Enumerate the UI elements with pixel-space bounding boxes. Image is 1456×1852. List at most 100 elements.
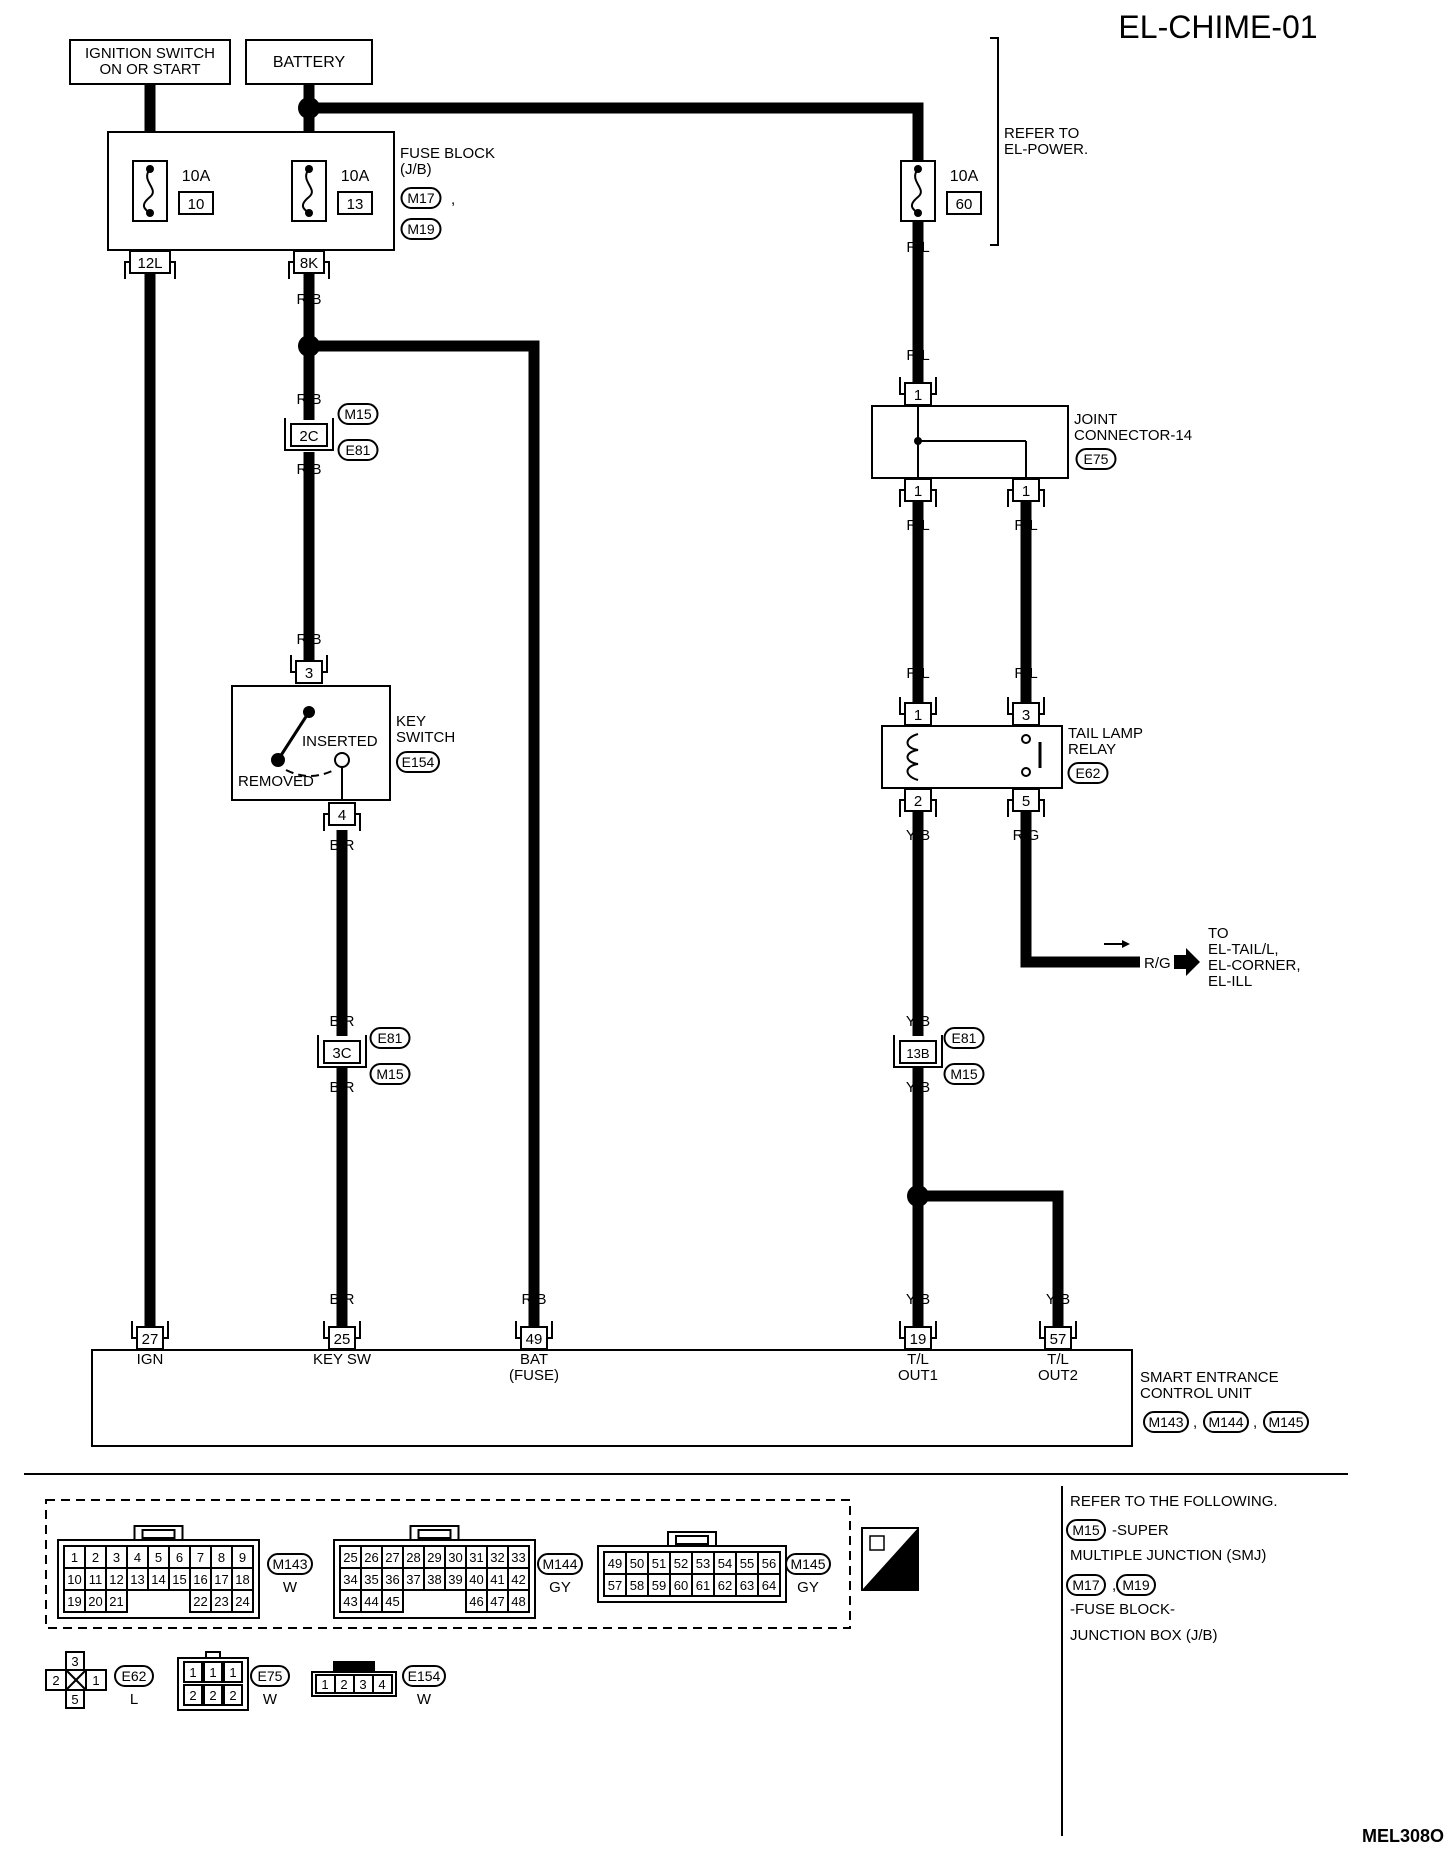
key-switch-travel-arc xyxy=(285,769,335,777)
secu-terminal-name-57-line-1: T/L xyxy=(1047,1351,1069,1368)
fuse-block-connector-m19: M19 xyxy=(407,221,434,237)
fuse-10-amp: 10A xyxy=(182,168,211,185)
secu-terminal-name-49-line-2: (FUSE) xyxy=(509,1367,559,1384)
secu-label-line-2: CONTROL UNIT xyxy=(1140,1385,1252,1402)
conn-m144-id: M144 xyxy=(542,1556,577,1572)
wire-label-2c-bottom: R/B xyxy=(296,461,321,478)
conn-e62-id: E62 xyxy=(122,1668,147,1684)
secu-pin-27: 27 xyxy=(142,1331,159,1348)
relay-pin-3: 3 xyxy=(1022,707,1030,724)
conn-m143-pin-12: 12 xyxy=(109,1572,123,1587)
conn-m145-pin-53: 53 xyxy=(696,1556,710,1571)
secu-terminal-name-25-line-1: KEY SW xyxy=(313,1351,372,1368)
secu-pin-49-box xyxy=(520,1326,548,1350)
conn-m143-pin-7: 7 xyxy=(197,1550,204,1565)
secu-pin-25-box xyxy=(328,1326,356,1350)
junction-13b-pin: 13B xyxy=(906,1046,929,1061)
conn-m145-pin-62: 62 xyxy=(718,1578,732,1593)
secu-m144: M144 xyxy=(1208,1414,1243,1430)
fuse-10-terminal-top xyxy=(146,165,154,173)
conn-m143-pin-8: 8 xyxy=(218,1550,225,1565)
wire-label-g-top: G xyxy=(144,291,156,308)
relay-coil xyxy=(906,733,919,781)
refer-following-smj-line-1: -SUPER xyxy=(1112,1522,1169,1539)
conn-m145-pin-60: 60 xyxy=(674,1578,688,1593)
fuse-10-element xyxy=(143,168,154,214)
secu-pin-27-box xyxy=(136,1326,164,1350)
secu-terminal-name-27-line-1: IGN xyxy=(137,1351,164,1368)
hs-badge-fill xyxy=(862,1528,918,1590)
conn-e154-pin-1: 1 xyxy=(321,1677,328,1692)
conn-e154-pin-3: 3 xyxy=(359,1677,366,1692)
tail-lamp-relay-e62-oval xyxy=(1067,762,1109,784)
conn-m144-pin-40: 40 xyxy=(469,1572,483,1587)
ignition-source-label-line-2: ON OR START xyxy=(99,61,200,78)
refer-power-label-line-1: REFER TO xyxy=(1004,125,1079,142)
junction-3c-e81-oval xyxy=(369,1027,411,1049)
key-switch-pin-4: 4 xyxy=(338,807,346,824)
conn-m145-pin-57: 57 xyxy=(608,1578,622,1593)
relay-contact-bottom xyxy=(1021,767,1031,777)
junction-3c-box xyxy=(323,1040,361,1064)
secu-m144-oval xyxy=(1203,1411,1249,1433)
wire-label-to-circuits: R/G xyxy=(1144,955,1171,972)
relay-pin-5: 5 xyxy=(1022,793,1030,810)
refer-following-comma: , xyxy=(1112,1577,1116,1594)
joint-connector-label-line-1: JOINT xyxy=(1074,411,1117,428)
conn-e62-color: L xyxy=(130,1691,138,1708)
fuse-10-terminal-bottom xyxy=(146,209,154,217)
conn-m145-pin-63: 63 xyxy=(740,1578,754,1593)
conn-m143-pin-9: 9 xyxy=(239,1550,246,1565)
conn-m144-color: GY xyxy=(549,1579,571,1596)
to-circuits-label-line-2: EL-TAIL/L, xyxy=(1208,941,1279,958)
conn-m143-pin-20: 20 xyxy=(88,1594,102,1609)
figure-code: MEL308O xyxy=(1362,1826,1444,1846)
wire-label-relay-coil-in: R/L xyxy=(906,665,929,682)
secu-terminal-name-49-line-1: BAT xyxy=(520,1351,548,1368)
conn-m144-pin-36: 36 xyxy=(385,1572,399,1587)
wire-label-secu-49: R/B xyxy=(521,1291,546,1308)
conn-m144-pin-45: 45 xyxy=(385,1594,399,1609)
conn-m144-pin-28: 28 xyxy=(406,1550,420,1565)
conn-m145-pin-55: 55 xyxy=(740,1556,754,1571)
conn-e154-pin-4: 4 xyxy=(378,1677,385,1692)
conn-e62-pin-bottom: 5 xyxy=(71,1692,78,1707)
wire-label-jc-out-2: R/L xyxy=(1014,517,1037,534)
conn-m145-pin-64: 64 xyxy=(762,1578,776,1593)
wire-rg-to-tail xyxy=(1020,808,1140,968)
wire-yb-to-out2 xyxy=(918,1190,1064,1338)
secu-terminal-name-19-line-1: T/L xyxy=(907,1351,929,1368)
secu-pin-25: 25 xyxy=(334,1331,351,1348)
conn-m144-cell-48 xyxy=(507,1589,530,1613)
joint-connector-pin-out-1: 1 xyxy=(914,483,922,500)
relay-contact-top xyxy=(1021,734,1031,744)
conn-m144-id-oval xyxy=(537,1553,583,1575)
secu-pin-57-box xyxy=(1044,1326,1072,1350)
fuse-block-connector-m17-oval xyxy=(400,187,442,209)
junction-2c-box xyxy=(290,423,328,447)
conn-e154-pin-2: 2 xyxy=(340,1677,347,1692)
fuse-block-connector-m17: M17 xyxy=(407,190,434,206)
conn-m145-pin-54: 54 xyxy=(718,1556,732,1571)
conn-e75-cell-0-0 xyxy=(183,1661,203,1683)
conn-e62-right xyxy=(85,1669,107,1691)
junction-13b-m15: M15 xyxy=(950,1066,977,1082)
conn-m145-cell-64 xyxy=(757,1573,781,1597)
conn-m145-id-oval xyxy=(785,1553,831,1575)
conn-m144-pin-39: 39 xyxy=(448,1572,462,1587)
refer-following-jb-line-2: JUNCTION BOX (J/B) xyxy=(1070,1627,1218,1644)
components-layer xyxy=(24,37,1348,1836)
secu-m145-oval xyxy=(1263,1411,1309,1433)
conn-m143-pin-17: 17 xyxy=(214,1572,228,1587)
conn-e75-cell-0-2 xyxy=(223,1661,243,1683)
relay-body xyxy=(881,725,1063,789)
refer-following-m19-oval xyxy=(1116,1574,1156,1596)
conn-m145-pin-56: 56 xyxy=(762,1556,776,1571)
conn-m145-tab-inner xyxy=(675,1535,709,1545)
key-switch-pin-4-box xyxy=(328,802,356,826)
conn-e75-id: E75 xyxy=(258,1668,283,1684)
fuse-60-element xyxy=(911,168,922,214)
conn-m145-id: M145 xyxy=(790,1556,825,1572)
key-switch-inserted-contact xyxy=(334,752,350,768)
